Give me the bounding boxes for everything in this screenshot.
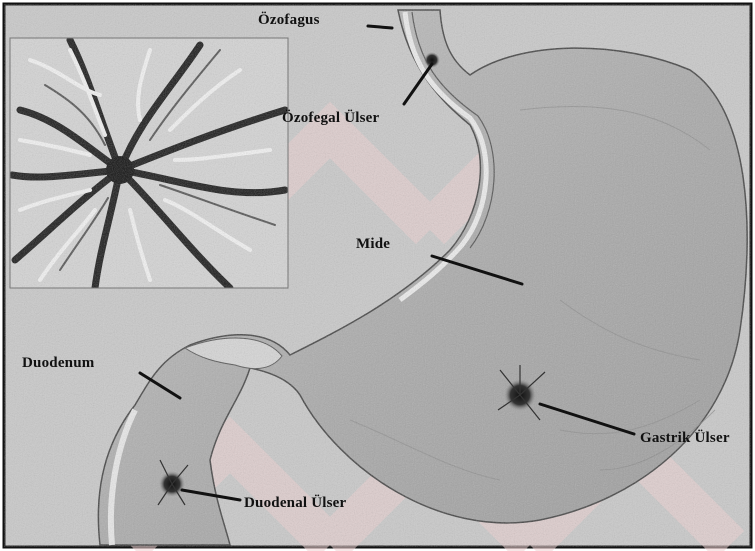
label-ozofagus: Özofagus	[258, 12, 320, 29]
label-duodenal-ulser: Duodenal Ülser	[244, 495, 346, 512]
label-gastrik-ulser: Gastrik Ülser	[640, 430, 730, 447]
label-duodenum: Duodenum	[22, 355, 94, 372]
leader-ozofagus	[368, 26, 392, 28]
label-mide: Mide	[356, 236, 390, 253]
label-ozofagal-ulser: Özofegal Ülser	[282, 110, 379, 127]
ulcer-closeup-inset	[10, 38, 288, 288]
